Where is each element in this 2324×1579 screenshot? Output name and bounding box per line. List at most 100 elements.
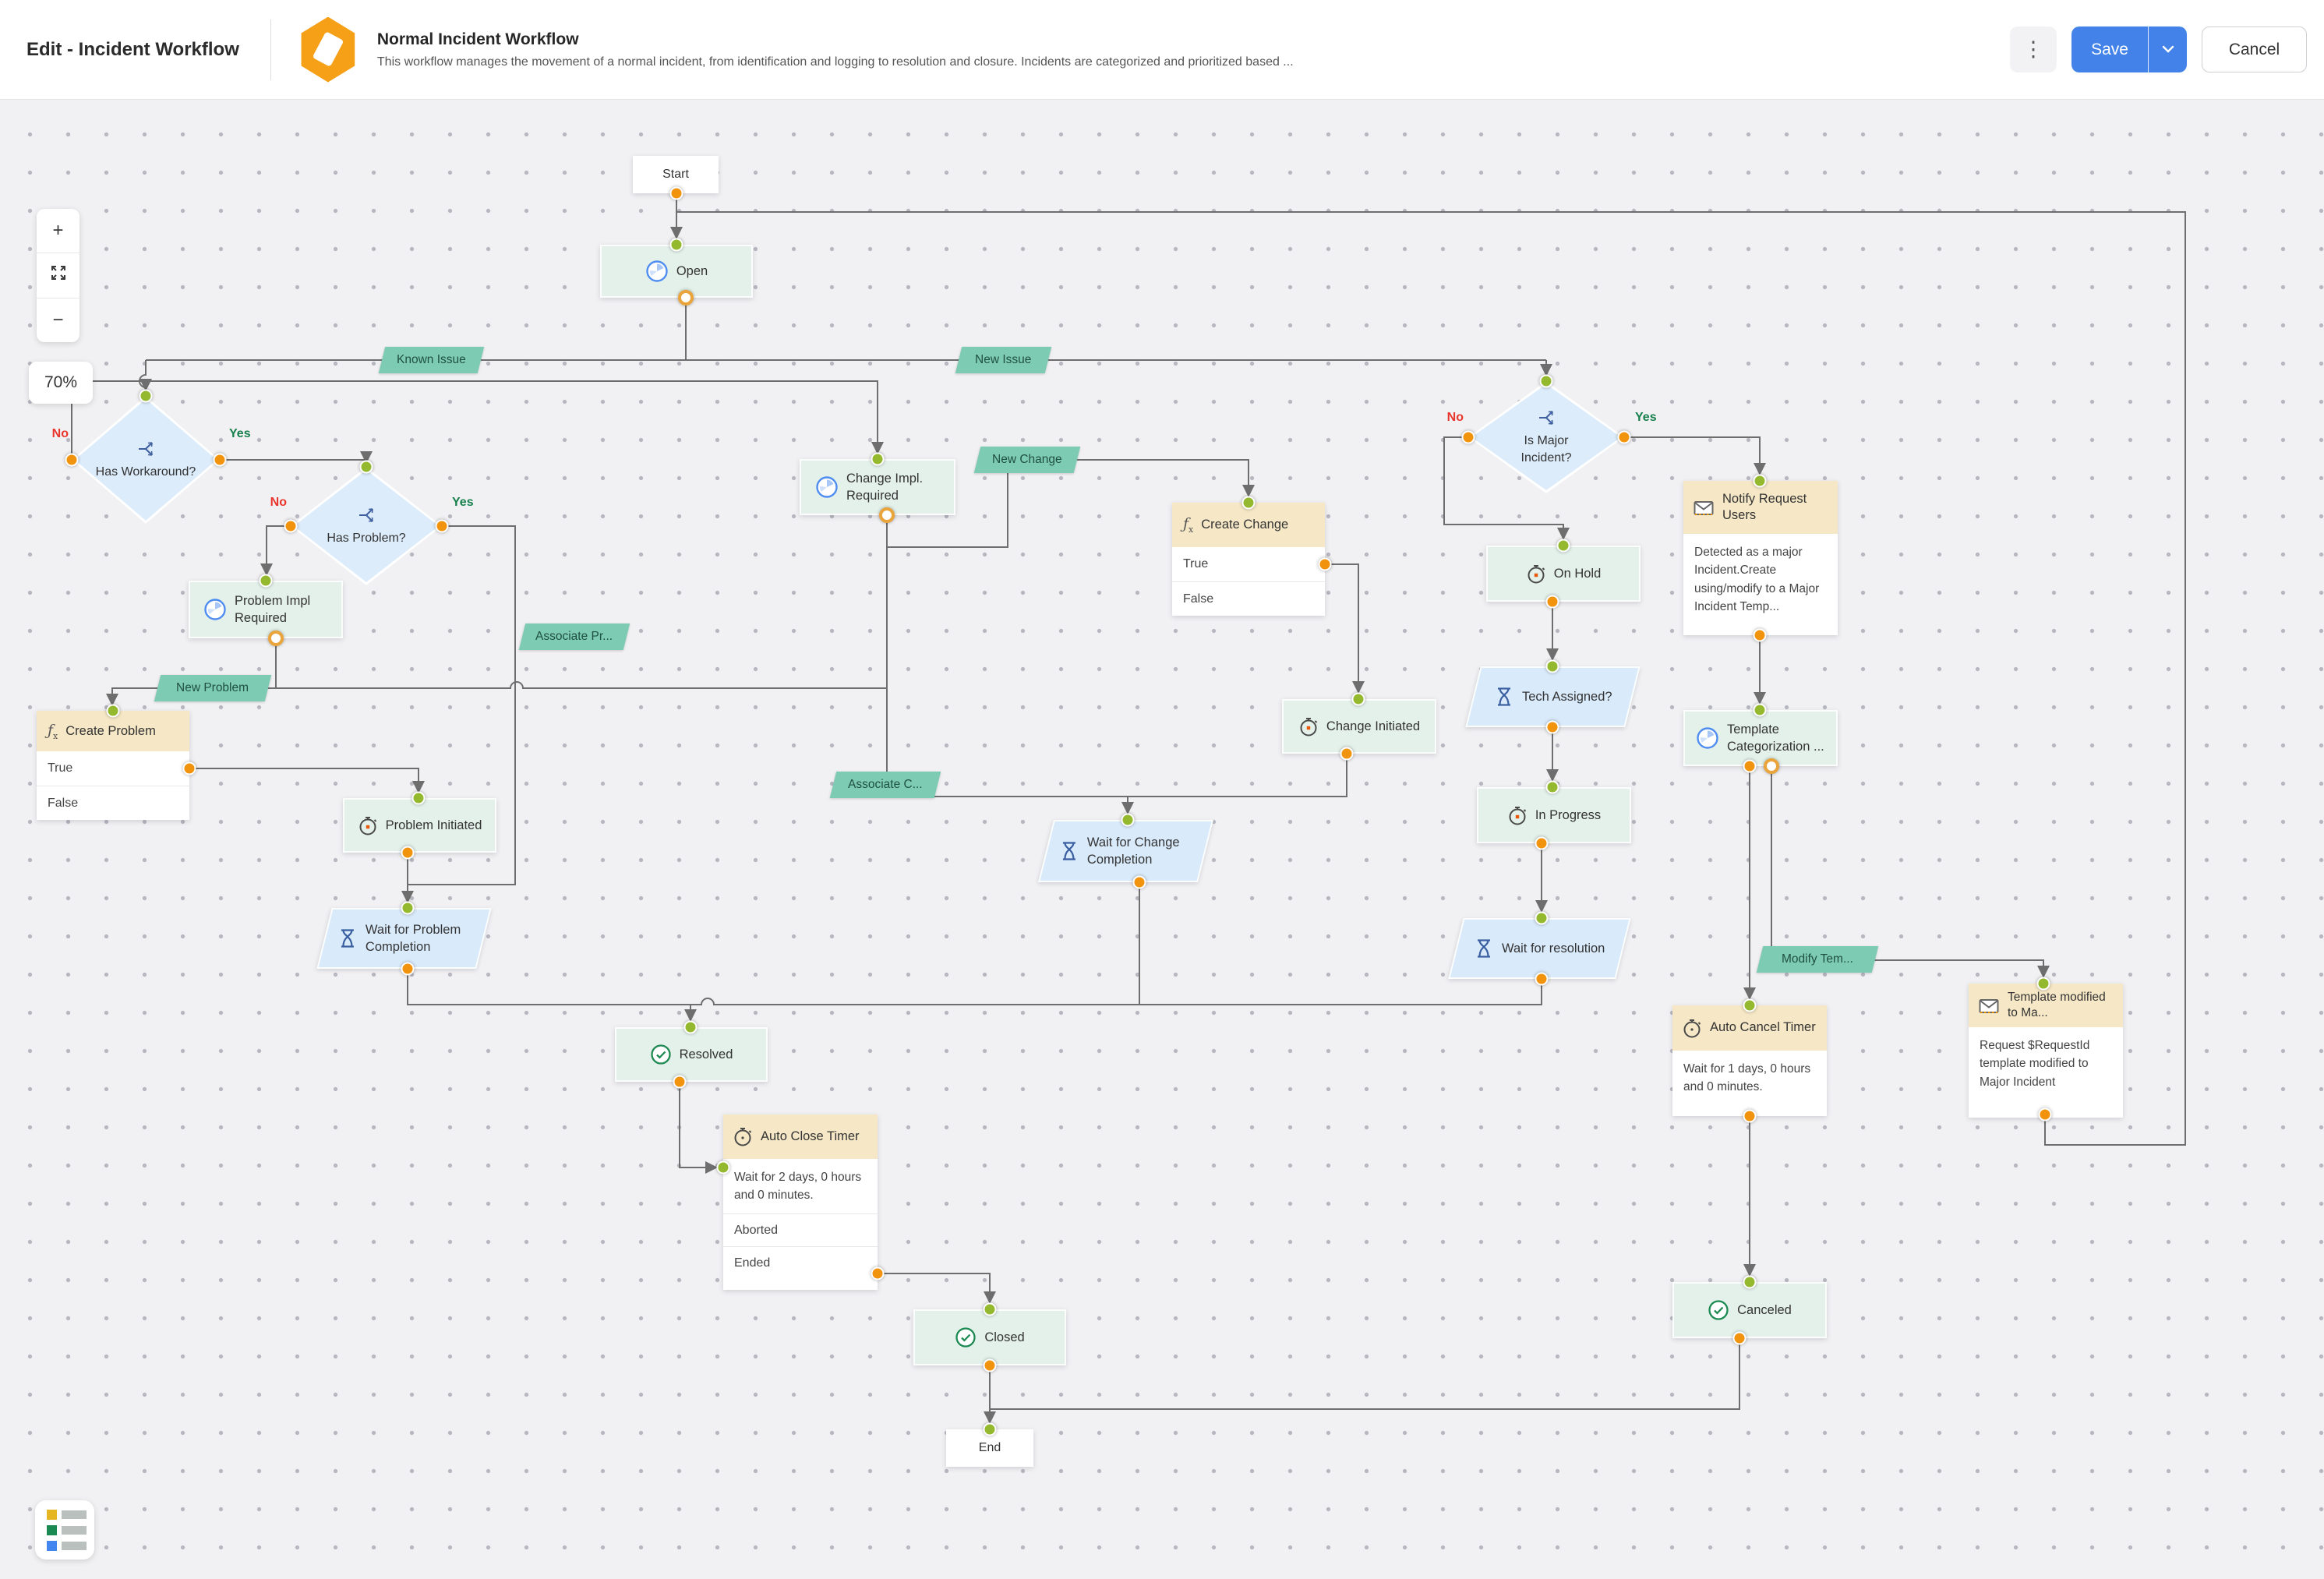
edge-label-associate-c[interactable]: Associate C... xyxy=(829,772,941,798)
edge-modify-template[interactable] xyxy=(1771,766,2050,978)
port-notify-request-users-input[interactable] xyxy=(1753,474,1767,488)
port-wait-resolution-input[interactable] xyxy=(1535,911,1549,925)
node-resolved[interactable]: Resolved xyxy=(615,1027,768,1082)
port-end-input[interactable] xyxy=(983,1422,997,1436)
port-canceled-input[interactable] xyxy=(1743,1275,1757,1289)
edge-hw-yes-to-hp[interactable] xyxy=(220,451,373,464)
edge-wfr-merge[interactable] xyxy=(690,979,1542,1005)
port-on-hold-input[interactable] xyxy=(1556,539,1570,553)
port-template-categorization-input[interactable] xyxy=(1753,703,1767,717)
port-problem-initiated-input[interactable] xyxy=(411,791,426,805)
node-change-impl-required[interactable]: Change Impl. Required xyxy=(800,459,955,515)
zoom-in-button[interactable]: + xyxy=(52,220,64,242)
legend-button[interactable] xyxy=(35,1500,94,1560)
node-on-hold[interactable]: On Hold xyxy=(1486,546,1641,602)
save-dropdown-button[interactable] xyxy=(2148,26,2187,72)
port-wait-problem-completion-output[interactable] xyxy=(401,962,415,976)
port-change-impl-required-input[interactable] xyxy=(871,452,885,466)
edge-imi-yes[interactable] xyxy=(1624,436,1766,475)
port-has-workaround-input[interactable] xyxy=(139,389,153,403)
edge-template-modified-loop[interactable] xyxy=(676,211,2186,1146)
node-auto-cancel-timer[interactable]: Auto Cancel Timer Wait for 1 days, 0 hou… xyxy=(1672,1005,1827,1116)
port-change-initiated-output[interactable] xyxy=(1340,747,1354,761)
node-in-progress[interactable]: In Progress xyxy=(1477,787,1631,843)
edge-label-modify-tem[interactable]: Modify Tem... xyxy=(1756,946,1879,973)
save-button[interactable]: Save xyxy=(2071,26,2148,72)
node-start[interactable]: Start xyxy=(633,156,719,193)
node-wait-for-change-completion[interactable]: Wait for Change Completion xyxy=(1038,820,1213,882)
node-wait-for-resolution[interactable]: Wait for resolution xyxy=(1448,918,1631,979)
node-notify-request-users[interactable]: Notify Request Users Detected as a major… xyxy=(1683,481,1838,635)
port-has-problem-no-output[interactable] xyxy=(284,519,298,533)
row-true[interactable]: True xyxy=(48,761,73,775)
port-has-workaround-yes-output[interactable] xyxy=(213,453,227,467)
port-create-problem-input[interactable] xyxy=(106,704,120,718)
edge-label-associate-pr[interactable]: Associate Pr... xyxy=(518,623,630,650)
node-has-problem[interactable]: Has Problem? xyxy=(291,467,442,585)
node-has-workaround[interactable]: Has Workaround? xyxy=(72,396,220,524)
edge-cc-true-to-ci[interactable] xyxy=(1325,563,1365,694)
port-template-modified-output[interactable] xyxy=(2038,1107,2052,1122)
port-wait-change-completion-output[interactable] xyxy=(1132,875,1146,889)
port-create-problem-true-output[interactable] xyxy=(182,761,196,775)
zoom-out-button[interactable]: − xyxy=(37,297,79,342)
row-false[interactable]: False xyxy=(1172,581,1325,616)
node-template-modified[interactable]: Template modified to Ma... Request $Requ… xyxy=(1969,984,2123,1118)
port-open-output[interactable] xyxy=(678,290,694,306)
port-auto-cancel-timer-output[interactable] xyxy=(1743,1109,1757,1123)
port-auto-close-timer-input[interactable] xyxy=(716,1160,730,1175)
edge-imi-no[interactable] xyxy=(1443,436,1570,540)
port-template-modified-input[interactable] xyxy=(2036,977,2050,991)
port-template-categorization-output-2[interactable] xyxy=(1764,758,1779,774)
port-tech-assigned-output[interactable] xyxy=(1545,720,1559,734)
port-auto-close-timer-ended-output[interactable] xyxy=(871,1266,885,1281)
edge-label-known-issue[interactable]: Known Issue xyxy=(378,347,485,373)
edge-ci-out[interactable] xyxy=(1128,754,1347,797)
node-problem-initiated[interactable]: Problem Initiated xyxy=(343,798,496,853)
port-in-progress-output[interactable] xyxy=(1535,836,1549,850)
node-is-major-incident[interactable]: Is Major Incident? xyxy=(1468,381,1624,493)
node-open[interactable]: Open xyxy=(600,245,753,298)
edge-hw-no-to-cir[interactable] xyxy=(71,380,884,455)
node-tech-assigned[interactable]: Tech Assigned? xyxy=(1465,666,1641,727)
port-has-problem-yes-output[interactable] xyxy=(435,519,449,533)
row-false[interactable]: False xyxy=(37,786,189,820)
fit-screen-button[interactable] xyxy=(37,253,79,297)
node-canceled[interactable]: Canceled xyxy=(1672,1282,1827,1338)
node-auto-close-timer[interactable]: Auto Close Timer Wait for 2 days, 0 hour… xyxy=(723,1114,878,1290)
edge-canceled-merge[interactable] xyxy=(990,1338,1740,1410)
port-has-workaround-no-output[interactable] xyxy=(65,453,79,467)
port-create-change-input[interactable] xyxy=(1241,496,1256,510)
row-true[interactable]: True xyxy=(1183,557,1209,570)
row-ended[interactable]: Ended xyxy=(723,1246,878,1279)
more-options-button[interactable]: ⋮ xyxy=(2010,26,2057,72)
node-change-initiated[interactable]: Change Initiated xyxy=(1282,699,1436,754)
edge-ended-to-closed[interactable] xyxy=(878,1273,996,1304)
port-problem-impl-required-output[interactable] xyxy=(268,631,284,646)
port-wait-problem-completion-input[interactable] xyxy=(401,901,415,915)
edge-wfpc-merge[interactable] xyxy=(407,969,690,1005)
port-change-impl-required-output[interactable] xyxy=(879,507,895,523)
port-has-problem-input[interactable] xyxy=(359,460,373,474)
port-on-hold-output[interactable] xyxy=(1545,595,1559,609)
node-template-categorization[interactable]: Template Categorization ... xyxy=(1683,710,1838,766)
port-is-major-incident-yes-output[interactable] xyxy=(1617,430,1631,444)
node-end[interactable]: End xyxy=(946,1429,1033,1467)
row-aborted[interactable]: Aborted xyxy=(723,1213,878,1246)
port-open-input[interactable] xyxy=(669,238,683,252)
port-change-initiated-input[interactable] xyxy=(1351,692,1365,706)
port-closed-output[interactable] xyxy=(983,1358,997,1372)
port-resolved-input[interactable] xyxy=(683,1020,698,1034)
port-resolved-output[interactable] xyxy=(673,1075,687,1089)
cancel-button[interactable]: Cancel xyxy=(2202,26,2307,72)
port-closed-input[interactable] xyxy=(983,1302,997,1316)
port-auto-cancel-timer-input[interactable] xyxy=(1743,998,1757,1012)
edge-resolved-to-act[interactable] xyxy=(679,1082,718,1174)
port-is-major-incident-input[interactable] xyxy=(1539,374,1553,388)
edge-open-branch[interactable] xyxy=(146,298,1546,361)
port-wait-resolution-output[interactable] xyxy=(1535,972,1549,986)
port-in-progress-input[interactable] xyxy=(1545,780,1559,794)
port-create-change-true-output[interactable] xyxy=(1318,557,1332,571)
